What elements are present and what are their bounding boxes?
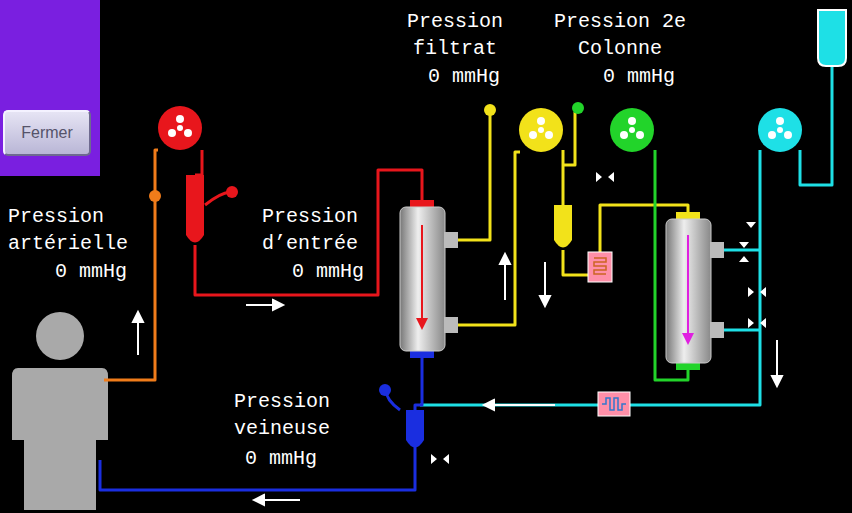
pressure-value: 0 mmHg [55, 258, 145, 285]
patient-figure [12, 312, 108, 510]
pump [758, 108, 802, 152]
pressure-label: Pression artérielle [8, 203, 138, 257]
pressure-label: Pression 2e Colonne [553, 8, 687, 62]
filter-column [666, 212, 724, 370]
pressure-label: Pression filtrat [390, 8, 520, 62]
heater [598, 392, 630, 416]
pressure-label: Pression d’entrée [245, 203, 375, 257]
pump [519, 108, 563, 152]
pressure-label: Pression veineuse [220, 388, 344, 442]
heater [588, 252, 612, 282]
pump [158, 106, 202, 150]
pressure-value: 0 mmHg [245, 445, 335, 472]
side-panel [0, 0, 100, 176]
pressure-value: 0 mmHg [292, 258, 382, 285]
clamp-symbol [431, 172, 766, 464]
close-button: Fermer [3, 110, 91, 156]
flow-arrow [133, 254, 782, 505]
pressure-value: 0 mmHg [603, 63, 693, 90]
button-label: Fermer [21, 124, 73, 142]
pressure-value: 0 mmHg [428, 63, 518, 90]
fluid-bag [818, 10, 846, 66]
filter-column [400, 200, 458, 358]
pump [610, 108, 654, 152]
